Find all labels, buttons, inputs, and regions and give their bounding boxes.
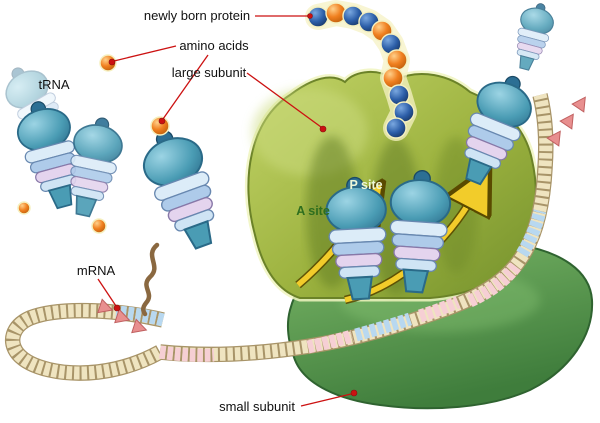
leader-lines <box>97 13 358 407</box>
label-trna: tRNA <box>38 77 69 92</box>
label-p-site: P site <box>349 178 382 192</box>
label-dot <box>108 58 116 66</box>
trna-incoming <box>132 116 233 257</box>
mrna-codon-pink <box>306 329 354 354</box>
amino-acid-sphere <box>17 201 31 215</box>
mrna-codon-blue <box>115 305 165 327</box>
leader-amino-acids-2 <box>162 54 209 120</box>
leader-amino-acids-1 <box>113 45 177 62</box>
label-dot <box>319 125 327 133</box>
label-dot <box>350 389 358 397</box>
mrna-codon-pink <box>158 345 215 362</box>
mrna-tail <box>141 242 160 317</box>
label-amino-acids: amino acids <box>179 38 249 53</box>
mrna-codon-blue <box>516 209 547 258</box>
label-dot <box>307 13 313 19</box>
leader-large-subunit <box>246 72 322 128</box>
mrna-codon-blue <box>354 312 413 342</box>
mrna-strand <box>4 93 554 381</box>
amino-acid-sphere <box>91 218 107 234</box>
mrna-codon-pink <box>467 261 522 307</box>
trna-far-right <box>507 0 559 74</box>
label-small-subunit: small subunit <box>219 399 295 414</box>
label-dot <box>113 304 121 312</box>
leader-mrna <box>97 278 117 307</box>
label-large-subunit: large subunit <box>172 65 247 80</box>
movement-chevrons <box>97 96 586 334</box>
label-mrna: mRNA <box>77 263 116 278</box>
label-dot <box>158 117 166 125</box>
leader-small-subunit <box>300 393 352 407</box>
label-a-site: A site <box>296 204 330 218</box>
mrna-codon-pink <box>418 295 461 323</box>
protein-chain <box>305 0 417 141</box>
label-newly-born-protein: newly born protein <box>144 8 250 23</box>
